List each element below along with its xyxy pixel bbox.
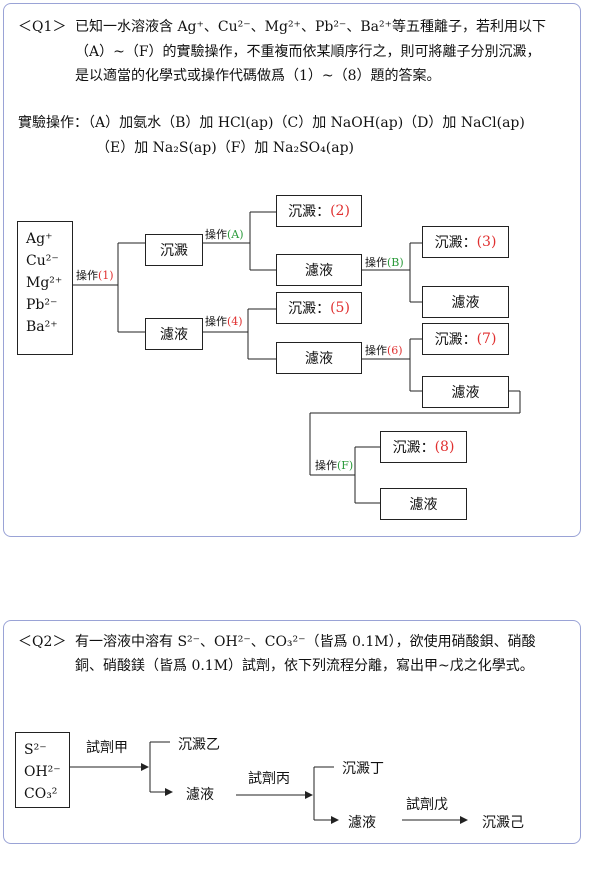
q2-intro-line-2: 銅、硝酸鎂（皆爲 0.1M）試劑，依下列流程分離，寫出甲~戊之化學式。: [75, 658, 534, 674]
q1-filtrate-box: 濾液: [145, 318, 203, 350]
q1-op-6-label: 操作(6): [365, 344, 403, 357]
q1-label: ＜Q1＞: [18, 19, 67, 35]
q1-filtrate-6-box: 濾液: [422, 376, 509, 408]
q1-op-1-label: 操作(1): [76, 269, 114, 282]
q2-reagent-bing: 試劑丙: [248, 771, 290, 787]
ion-ba: Ba²⁺: [26, 319, 58, 335]
q1-precipitate-5-box: 沉澱：(5): [276, 292, 362, 324]
q1-filtrate-4-box: 濾液: [276, 342, 362, 374]
q1-intro-line-1: 已知一水溶液含 Ag⁺、Cu²⁻、Mg²⁺、Pb²⁻、Ba²⁺等五種離子，若利用…: [75, 19, 546, 35]
ion-mg: Mg²⁺: [26, 275, 63, 291]
q1-filtrate-a-box: 濾液: [276, 254, 362, 286]
q1-operations-line-1: 實驗操作：（A）加氨水（B）加 HCl(ap)（C）加 NaOH(ap)（D）加…: [18, 115, 525, 131]
q1-intro-line-3: 是以適當的化學式或操作代碼做爲（1）~（8）題的答案。: [75, 68, 441, 84]
ion-oh: OH²⁻: [24, 764, 61, 780]
q1-ion-box: Ag⁺ Cu²⁻ Mg²⁺ Pb²⁻ Ba²⁺: [17, 221, 73, 355]
q2-precipitate-ji: 沉澱己: [482, 815, 524, 831]
q1-precipitate-8-box: 沉澱：(8): [380, 431, 467, 463]
q1-precipitate-7-box: 沉澱：(7): [422, 323, 509, 355]
q2-filtrate-2: 濾液: [348, 815, 376, 831]
q2-ion-box: S²⁻ OH²⁻ CO₃²: [15, 732, 70, 808]
q2-reagent-wu: 試劑戊: [406, 797, 448, 813]
q1-intro-line-2: （A）~（F）的實驗操作，不重複而依某順序行之，則可將離子分別沉澱，: [75, 44, 541, 60]
q1-precipitate-3-box: 沉澱：(3): [422, 226, 509, 258]
ion-pb: Pb²⁻: [26, 297, 58, 313]
q2-reagent-jia: 試劑甲: [86, 740, 128, 756]
q1-operations-line-2: （E）加 Na₂S(ap)（F）加 Na₂SO₄(ap): [96, 140, 354, 156]
q2-label: ＜Q2＞: [18, 634, 67, 650]
ion-ag: Ag⁺: [26, 231, 53, 247]
q1-op-f-label: 操作(F): [315, 459, 354, 472]
ion-s: S²⁻: [24, 742, 47, 758]
q2-filtrate-1: 濾液: [186, 787, 214, 803]
q1-precipitate-2-box: 沉澱：(2): [276, 195, 362, 227]
ion-cu: Cu²⁻: [26, 253, 59, 269]
q2-precipitate-ding: 沉澱丁: [342, 761, 384, 777]
q2-precipitate-yi: 沉澱乙: [178, 737, 220, 753]
q1-filtrate-f-box: 濾液: [380, 488, 467, 520]
q2-intro-line-1: 有一溶液中溶有 S²⁻、OH²⁻、CO₃²⁻（皆爲 0.1M），欲使用硝酸鋇、硝…: [75, 634, 536, 650]
q1-filtrate-b-box: 濾液: [422, 286, 509, 318]
q1-op-a-label: 操作(A): [205, 228, 244, 241]
q1-precipitate-box: 沉澱: [145, 234, 203, 266]
question-2-card: [3, 620, 581, 844]
q1-op-4-label: 操作(4): [205, 315, 243, 328]
q1-op-b-label: 操作(B): [365, 256, 404, 269]
ion-co3: CO₃²: [24, 786, 58, 802]
